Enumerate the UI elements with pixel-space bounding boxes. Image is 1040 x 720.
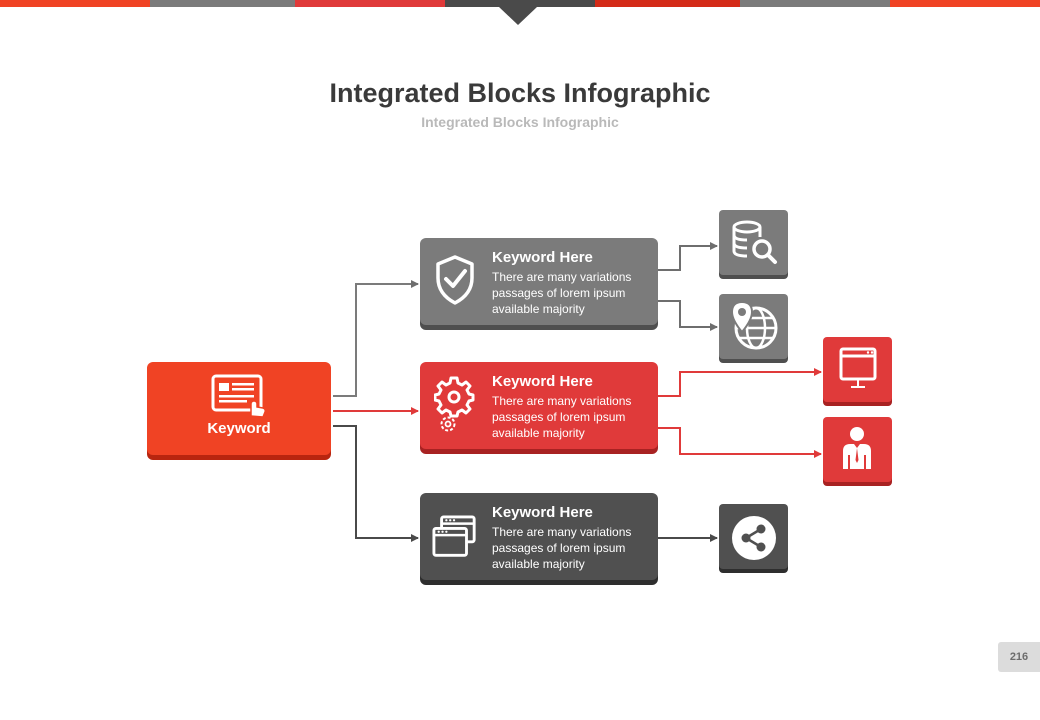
businessman-icon: [843, 427, 871, 469]
source-block-label: Keyword: [207, 420, 271, 437]
tile-database-search: [719, 210, 788, 275]
top-bar-segment: [445, 0, 595, 7]
connector-card-1-to-tile-2: [658, 300, 718, 331]
source-keyword-block: Keyword: [147, 362, 331, 455]
card-3-text: There are many variations passages of lo…: [492, 525, 632, 571]
card-3-title: Keyword Here: [492, 504, 593, 521]
database-search-icon: [732, 220, 777, 264]
gears-icon: [434, 376, 475, 432]
top-bar-segment: [0, 0, 150, 7]
top-bar-segment: [295, 0, 445, 7]
tile-globe-location: [719, 294, 788, 359]
card-2-text: There are many variations passages of lo…: [492, 394, 632, 440]
card-1-text: There are many variations passages of lo…: [492, 270, 632, 316]
top-bar-segment: [890, 0, 1040, 7]
monitor-icon: [839, 347, 877, 388]
tablet-touch-icon: [211, 374, 266, 418]
page-number: 216: [998, 642, 1040, 672]
connector-card-2-to-tile-3: [658, 368, 822, 397]
keyword-card-1: Keyword Here There are many variations p…: [420, 238, 658, 325]
keyword-card-3: Keyword Here There are many variations p…: [420, 493, 658, 580]
top-bar-segment: [595, 0, 740, 7]
tile-monitor: [823, 337, 892, 402]
shield-check-icon: [436, 255, 474, 305]
share-icon: [732, 516, 776, 560]
top-bar-segment: [150, 0, 295, 7]
connector-card-2-to-tile-4: [658, 427, 822, 458]
browser-windows-icon: [432, 515, 476, 557]
page-title: Integrated Blocks Infographic: [329, 78, 711, 108]
tile-businessman: [823, 417, 892, 482]
tile-share: [719, 504, 788, 569]
page-subtitle: Integrated Blocks Infographic: [421, 114, 619, 130]
top-bar-segment: [740, 0, 890, 7]
top-color-bar: [0, 0, 1040, 7]
globe-location-icon: [730, 300, 778, 350]
card-2-title: Keyword Here: [492, 373, 593, 390]
connector-source-to-card-1: [333, 280, 419, 397]
connector-source-to-card-3: [333, 425, 419, 542]
top-notch-indicator: [499, 7, 537, 25]
card-1-title: Keyword Here: [492, 249, 593, 266]
keyword-card-2: Keyword Here There are many variations p…: [420, 362, 658, 449]
connector-card-1-to-tile-1: [658, 242, 718, 271]
